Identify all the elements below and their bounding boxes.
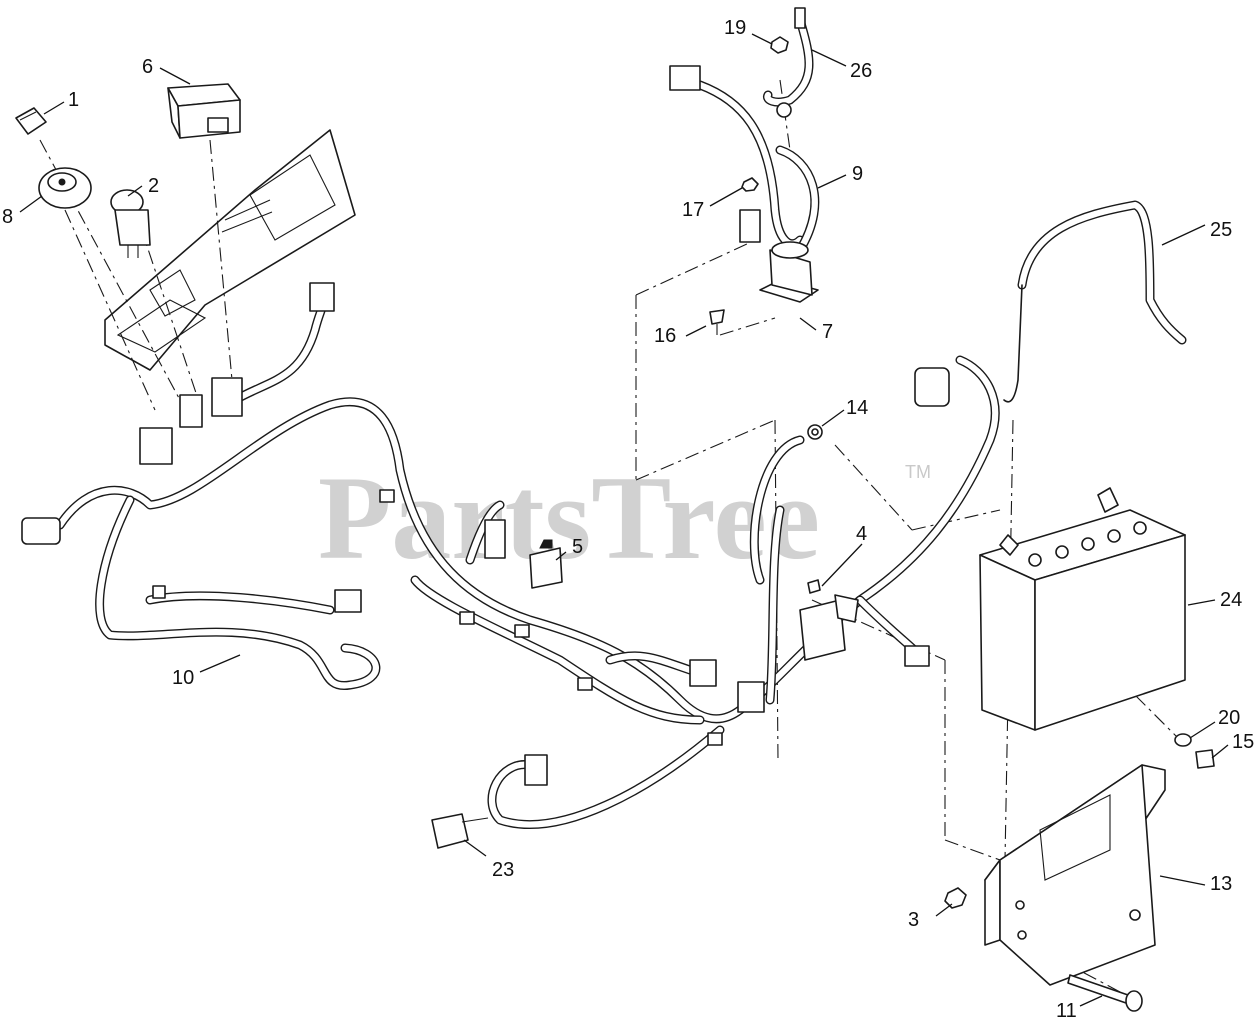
callout-20: 20 xyxy=(1218,707,1240,729)
solenoid xyxy=(739,209,819,303)
callout-25: 25 xyxy=(1210,219,1232,241)
ignition-switch xyxy=(38,167,92,209)
callout-2: 2 xyxy=(148,175,159,197)
watermark-trademark: TM xyxy=(905,462,931,482)
callout-24: 24 xyxy=(1220,589,1242,611)
callout-11: 11 xyxy=(1056,1000,1077,1022)
push-switch xyxy=(110,189,151,258)
battery-bracket xyxy=(984,764,1166,986)
wiring-harness xyxy=(21,282,1000,829)
cover-plug xyxy=(167,83,241,139)
key xyxy=(15,107,47,135)
callout-7: 7 xyxy=(822,321,833,343)
leader-lines xyxy=(19,33,1229,1007)
callout-5: 5 xyxy=(572,536,583,558)
callout-26: 26 xyxy=(850,60,872,82)
callout-19: 19 xyxy=(724,17,746,39)
hold-down-rod xyxy=(1003,200,1187,403)
callout-16: 16 xyxy=(654,325,676,347)
callout-14: 14 xyxy=(846,397,868,419)
fuse-block xyxy=(799,594,859,661)
relay xyxy=(529,539,563,589)
callout-10: 10 xyxy=(172,667,194,689)
watermark-text: PartsTree xyxy=(318,451,820,584)
callout-9: 9 xyxy=(852,163,863,185)
control-panel xyxy=(104,129,356,371)
callout-1: 1 xyxy=(68,89,79,111)
callout-15: 15 xyxy=(1232,731,1254,753)
callout-23: 23 xyxy=(492,859,514,881)
callout-4: 4 xyxy=(856,523,867,545)
callout-labels: 1 2 3 4 5 6 7 8 9 10 11 13 14 15 16 17 1… xyxy=(2,17,1254,1022)
seat-switch xyxy=(431,813,489,849)
callout-17: 17 xyxy=(682,199,704,221)
hardware xyxy=(709,36,1215,1012)
battery xyxy=(979,487,1186,731)
callout-6: 6 xyxy=(142,56,153,78)
callout-13: 13 xyxy=(1210,873,1232,895)
callout-8: 8 xyxy=(2,206,13,228)
callout-3: 3 xyxy=(908,909,919,931)
watermark: PartsTree TM xyxy=(318,451,931,584)
